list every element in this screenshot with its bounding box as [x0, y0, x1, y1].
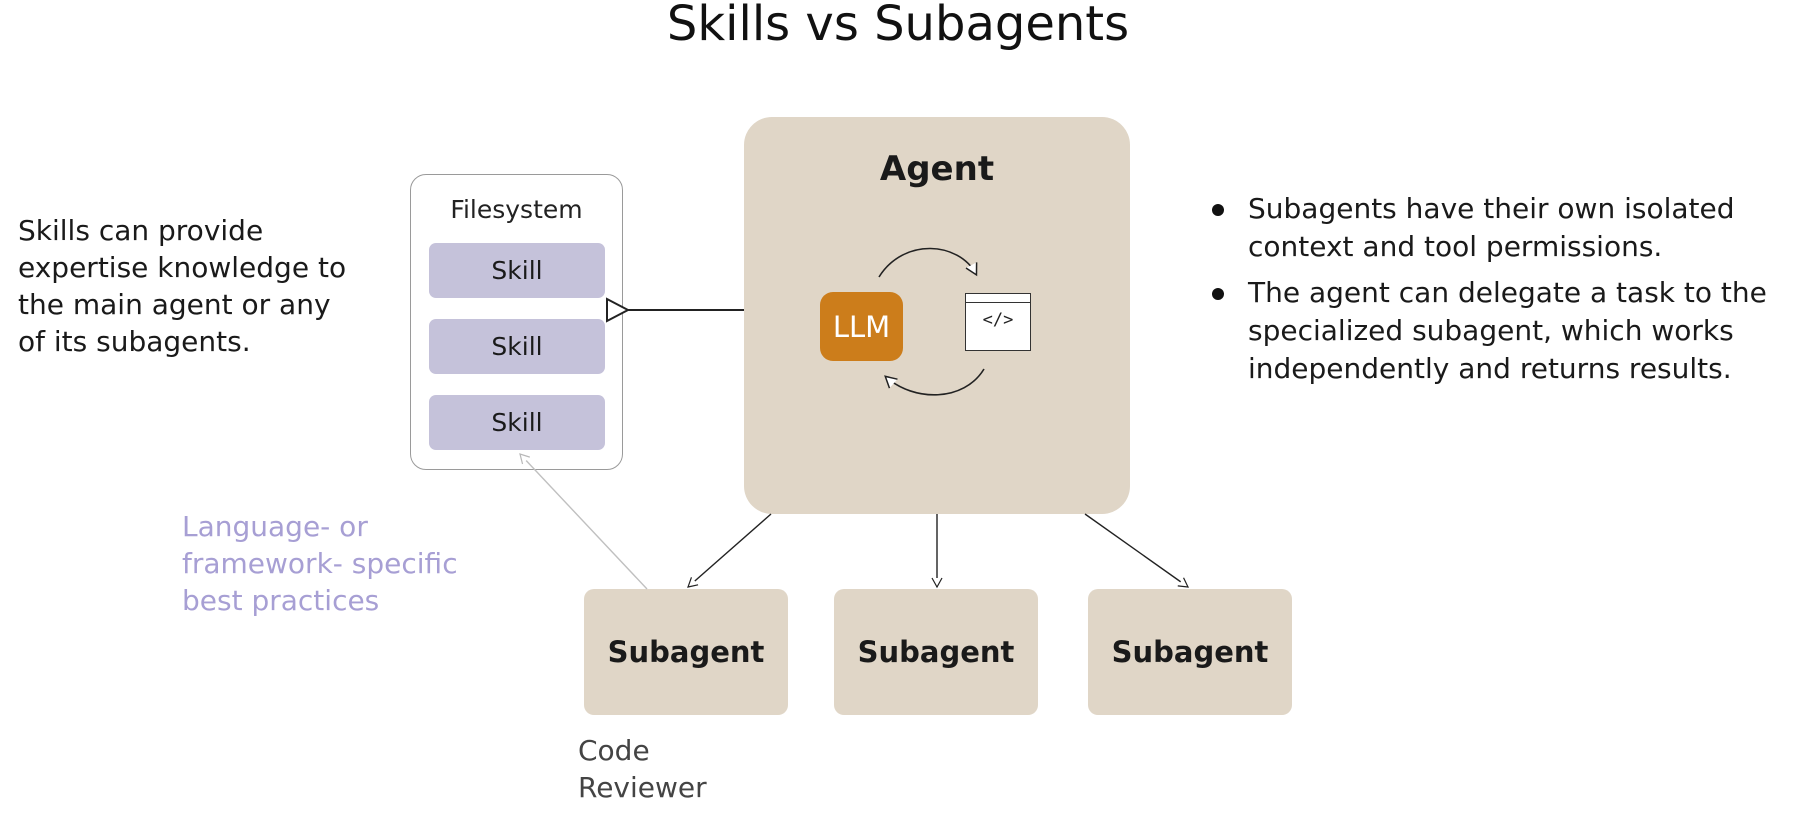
bullet-item: Subagents have their own isolated contex…: [1210, 190, 1790, 266]
language-practices-note: Language- or framework- specific best pr…: [182, 510, 458, 617]
llm-icon: LLM: [820, 292, 903, 361]
code-glyph: </>: [982, 310, 1014, 330]
skill-item: Skill: [429, 319, 605, 374]
skill-item: Skill: [429, 395, 605, 450]
bullet-item: The agent can delegate a task to the spe…: [1210, 274, 1790, 388]
agent-to-subagent-arrow: [1084, 513, 1190, 588]
skills-description: Skills can provide expertise knowledge t…: [18, 214, 347, 358]
bullet-text: Subagents have their own isolated contex…: [1248, 192, 1735, 263]
skill-item: Skill: [429, 243, 605, 298]
bullet-icon: [1212, 204, 1224, 216]
agent-label: Agent: [879, 149, 995, 189]
subagent-to-skill-arrow: [519, 453, 648, 590]
code-window-icon: </>: [965, 293, 1031, 351]
loop-arrows-icon: [878, 247, 985, 396]
llm-label: LLM: [832, 309, 891, 344]
bullet-text: The agent can delegate a task to the spe…: [1248, 276, 1767, 385]
filesystem-label: Filesystem: [450, 195, 583, 224]
subagent-bullets: Subagents have their own isolated contex…: [1210, 190, 1790, 396]
filesystem-box: Filesystem Skill Skill Skill: [410, 174, 623, 470]
subagent-box: Subagent: [1088, 589, 1292, 715]
subagent-box: Subagent: [584, 589, 788, 715]
bullet-icon: [1212, 288, 1224, 300]
subagent-box: Subagent: [834, 589, 1038, 715]
code-reviewer-label: Code Reviewer: [578, 734, 707, 804]
agent-box: Agent LLM </>: [744, 117, 1130, 514]
page-title: Skills vs Subagents: [666, 0, 1130, 52]
agent-to-subagent-arrow: [687, 513, 772, 588]
